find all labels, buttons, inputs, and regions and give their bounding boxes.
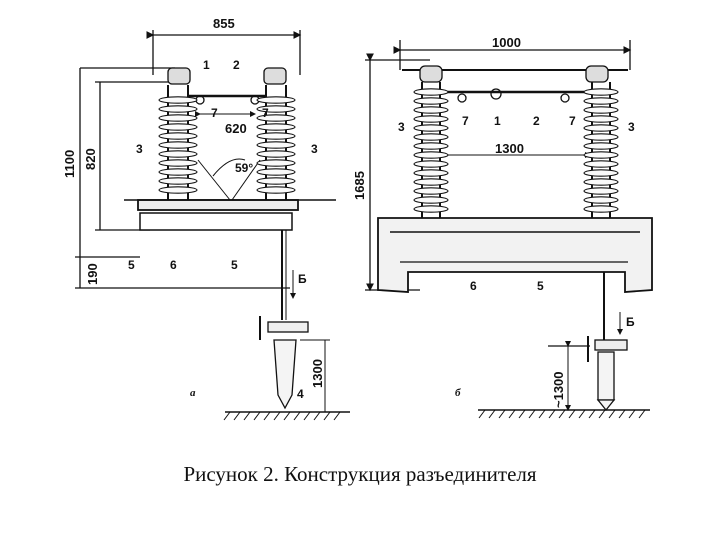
- diagram-a: [75, 30, 350, 421]
- dim-855: 855: [213, 16, 235, 31]
- insulator-left-rib-8: [158, 168, 198, 176]
- insulator-b-left-rib-8: [413, 160, 449, 168]
- arrow-label-b-a: Б: [298, 272, 307, 286]
- part-label-7-b-left: 7: [462, 114, 469, 128]
- part-label-5-a-right: 5: [231, 258, 238, 272]
- part-label-3-a-left: 3: [136, 142, 143, 156]
- insulator-left-rib-9: [158, 177, 198, 185]
- insulator-b-left-rib-12: [413, 196, 449, 204]
- dim-1000: 1000: [492, 35, 521, 50]
- part-label-3-b-left: 3: [398, 120, 405, 134]
- insulator-b-left-rib-6: [413, 142, 449, 150]
- insulator-b-right-rib-12: [583, 196, 619, 204]
- insulator-right-rib-4: [256, 132, 296, 140]
- insulator-b-right-rib-0: [583, 88, 619, 96]
- insulator-left-rib-1: [158, 105, 198, 113]
- insulator-b-right-rib-7: [583, 151, 619, 159]
- insulator-b-right-rib-10: [583, 178, 619, 186]
- dim-620: 620: [225, 121, 247, 136]
- part-label-4-a: 4: [297, 387, 304, 401]
- insulator-b-right-rib-1: [583, 97, 619, 105]
- insulator-b-left-rib-5: [413, 133, 449, 141]
- insulator-left-rib-7: [158, 159, 198, 167]
- insulator-b-left-rib-1: [413, 97, 449, 105]
- insulator-left-rib-3: [158, 123, 198, 131]
- part-label-6-b: 6: [470, 279, 477, 293]
- insulator-b-left-rib-4: [413, 124, 449, 132]
- part-label-2-a: 2: [233, 58, 240, 72]
- insulator-ribs-a: [158, 96, 296, 194]
- dim-1300-b: 1300: [495, 141, 524, 156]
- part-label-3-b-right: 3: [628, 120, 635, 134]
- part-label-1-a: 1: [203, 58, 210, 72]
- part-label-7-a-right: 7: [262, 106, 269, 120]
- insulator-right-rib-7: [256, 159, 296, 167]
- dim-approx-1300: ~1300: [551, 371, 566, 408]
- insulator-b-right-rib-9: [583, 169, 619, 177]
- insulator-b-left-rib-2: [413, 106, 449, 114]
- insulator-left-rib-0: [158, 96, 198, 104]
- diagram-b: [365, 40, 653, 419]
- part-label-5-b: 5: [537, 279, 544, 293]
- part-label-1-b: 1: [494, 114, 501, 128]
- dim-190: 190: [85, 263, 100, 285]
- insulator-b-left-rib-0: [413, 88, 449, 96]
- insulator-left-rib-4: [158, 132, 198, 140]
- part-label-5-a-left: 5: [128, 258, 135, 272]
- part-label-2-b: 2: [533, 114, 540, 128]
- insulator-right-rib-9: [256, 177, 296, 185]
- insulator-right-rib-10: [256, 186, 296, 194]
- dim-59-degrees: 59°: [235, 161, 253, 175]
- insulator-b-right-rib-5: [583, 133, 619, 141]
- insulator-right-rib-1: [256, 105, 296, 113]
- insulator-b-right-rib-11: [583, 187, 619, 195]
- insulator-b-left-rib-10: [413, 178, 449, 186]
- insulator-ribs-b: [413, 88, 619, 213]
- insulator-b-right-rib-4: [583, 124, 619, 132]
- insulator-left-rib-2: [158, 114, 198, 122]
- insulator-right-rib-8: [256, 168, 296, 176]
- part-label-6-a: 6: [170, 258, 177, 272]
- insulator-b-right-rib-8: [583, 160, 619, 168]
- part-label-3-a-right: 3: [311, 142, 318, 156]
- part-label-7-a-left: 7: [211, 106, 218, 120]
- insulator-left-rib-5: [158, 141, 198, 149]
- sublabel-a: а: [190, 387, 196, 399]
- diagram-b-labels: 1000 1300 1685 ~1300 3 7 1 2 7 3 6 5 Б б: [352, 35, 635, 408]
- sublabel-b: б: [455, 387, 461, 399]
- dim-1100: 1100: [62, 150, 77, 178]
- diagram-a-labels: 855 1100 820 190 620 1300 59° 1 2 7 7 3 …: [62, 16, 325, 401]
- insulator-b-right-rib-3: [583, 115, 619, 123]
- dim-1300-a: 1300: [310, 359, 325, 388]
- insulator-b-right-rib-2: [583, 106, 619, 114]
- part-label-7-b-right: 7: [569, 114, 576, 128]
- insulator-b-left-rib-9: [413, 169, 449, 177]
- insulator-b-right-rib-13: [583, 205, 619, 213]
- insulator-b-left-rib-7: [413, 151, 449, 159]
- arrow-label-b-b: Б: [626, 315, 635, 329]
- insulator-right-rib-2: [256, 114, 296, 122]
- insulator-left-rib-6: [158, 150, 198, 158]
- insulator-b-right-rib-6: [583, 142, 619, 150]
- insulator-right-rib-6: [256, 150, 296, 158]
- insulator-b-left-rib-11: [413, 187, 449, 195]
- figure-caption: Рисунок 2. Конструкция разъединителя: [183, 462, 537, 486]
- insulator-right-rib-0: [256, 96, 296, 104]
- insulator-b-left-rib-3: [413, 115, 449, 123]
- dim-1685: 1685: [352, 171, 367, 200]
- insulator-right-rib-3: [256, 123, 296, 131]
- insulator-left-rib-10: [158, 186, 198, 194]
- insulator-b-left-rib-13: [413, 205, 449, 213]
- insulator-right-rib-5: [256, 141, 296, 149]
- dim-820: 820: [83, 148, 98, 170]
